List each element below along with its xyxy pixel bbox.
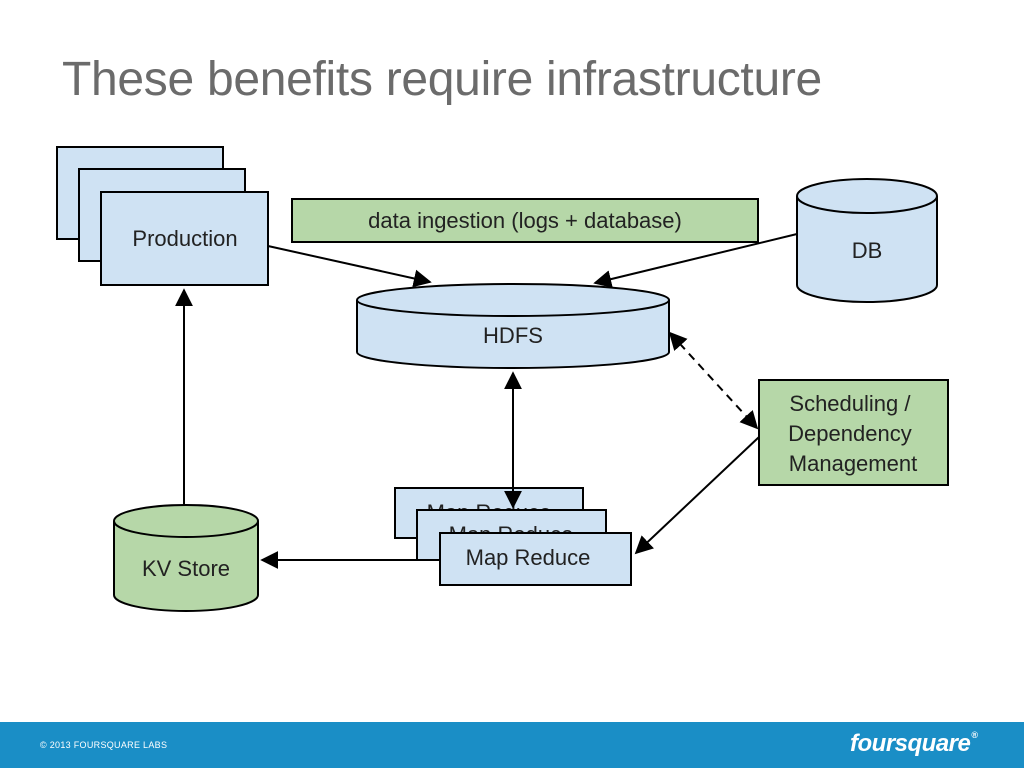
scheduling-label-line-3: Management xyxy=(789,451,917,476)
data-ingestion-label: data ingestion (logs + database) xyxy=(368,208,682,233)
kv-store-cylinder: KV Store xyxy=(113,504,259,612)
db-label: DB xyxy=(852,238,883,263)
hdfs-cylinder: HDFS xyxy=(356,283,670,369)
arrow-production-to-hdfs xyxy=(267,245,432,288)
arrow-hdfs-scheduling-dashed xyxy=(668,331,759,430)
scheduling-box: Scheduling / Dependency Management xyxy=(758,379,949,486)
data-ingestion-box: data ingestion (logs + database) xyxy=(291,198,759,243)
kv-store-label: KV Store xyxy=(142,556,230,581)
registered-mark: ® xyxy=(971,730,978,740)
scheduling-label-line-2: Dependency xyxy=(788,421,912,446)
foursquare-logo: foursquare® xyxy=(850,730,978,758)
arrow-db-to-hdfs xyxy=(593,233,798,288)
hdfs-label: HDFS xyxy=(483,323,543,348)
copyright-text: © 2013 FOURSQUARE LABS xyxy=(40,740,168,750)
map-reduce-label: Map Reduce xyxy=(466,545,591,570)
footer-bar: © 2013 FOURSQUARE LABS foursquare® xyxy=(0,722,1024,768)
production-label: Production xyxy=(132,226,237,251)
slide-title: These benefits require infrastructure xyxy=(62,53,822,106)
infrastructure-diagram: Production data ingestion (logs + databa… xyxy=(56,146,949,612)
db-cylinder: DB xyxy=(796,178,938,303)
logo-wordmark: foursquare xyxy=(850,730,971,757)
production-stack: Production xyxy=(56,146,269,286)
svg-text:Scheduling / Dependency: Scheduling / Dependency Management xyxy=(788,391,918,476)
map-reduce-stack: Map Reduce Map Reduce Map Reduce xyxy=(394,487,632,586)
scheduling-label-line-1: Scheduling / xyxy=(789,391,911,416)
arrow-scheduling-to-map-reduce xyxy=(634,436,760,555)
